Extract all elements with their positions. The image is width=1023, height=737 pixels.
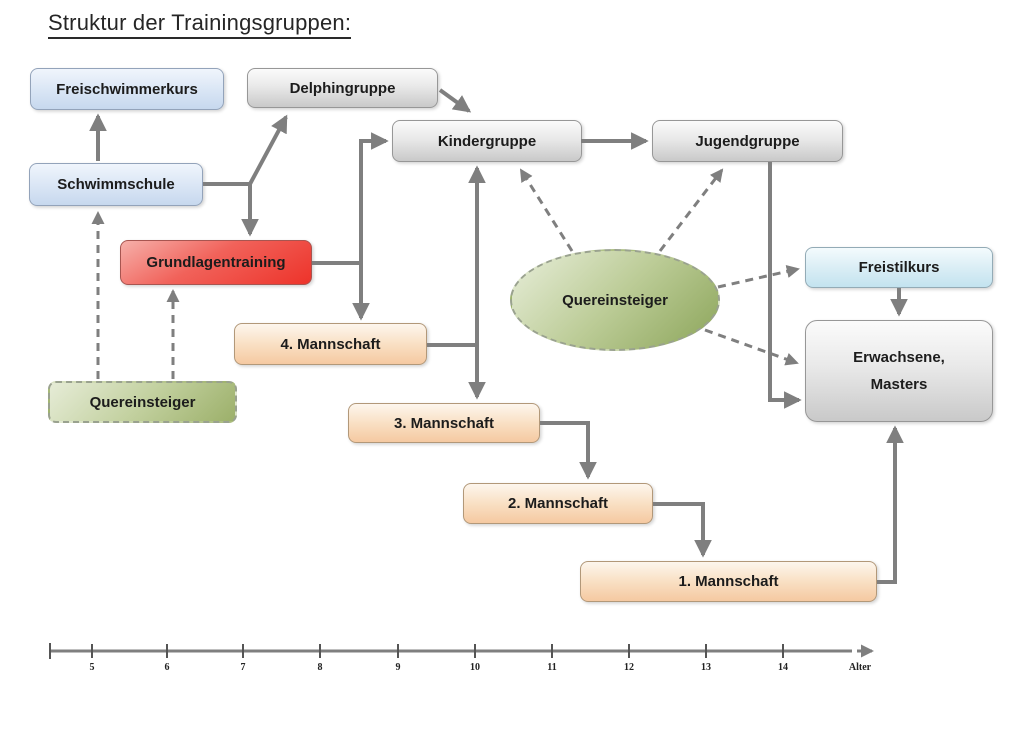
node-label: Kindergruppe <box>437 132 537 150</box>
node-label-line2: Masters <box>870 376 928 393</box>
node-label: Freischwimmerkurs <box>56 80 198 98</box>
arrow-grundlagentraining-kindergruppe <box>312 132 389 265</box>
node-label: 1. Mannschaft <box>678 573 779 590</box>
arrow-mannschaft1-erwachsene <box>877 425 904 584</box>
arrow-quereinsteiger-freistilkurs <box>717 265 800 289</box>
node-freischwimmerkurs: Freischwimmerkurs <box>30 68 224 110</box>
age-axis-tick-label: 8 <box>317 662 323 673</box>
node-label: Delphingruppe <box>289 79 396 97</box>
node-label: 3. Mannschaft <box>393 414 495 432</box>
arrow-schwimmschule-delphingruppe <box>248 114 288 185</box>
node-label-line1: Erwachsene, <box>853 349 945 366</box>
arrow-jugendgruppe-erwachsene <box>768 162 802 409</box>
node-mannschaft1: 1. Mannschaft <box>580 561 877 602</box>
arrow-mannschaft4-kindergruppe <box>427 165 486 347</box>
arrow-quereinsteiger-jugendgruppe <box>658 168 724 252</box>
node-label: 4. Mannschaft <box>280 335 381 353</box>
age-axis-tick-label: 11 <box>547 662 557 673</box>
page-title-text: Struktur der Trainingsgruppen: <box>48 10 352 39</box>
node-kindergruppe: Kindergruppe <box>392 120 582 162</box>
node-label: Grundlagentraining <box>146 254 286 271</box>
age-axis-tick-label: 5 <box>89 662 95 673</box>
node-freistilkurs: Freistilkurs <box>805 247 993 288</box>
age-axis-unit-label: Alter <box>848 662 872 673</box>
node-label: Freistilkurs <box>858 259 940 276</box>
arrow-mannschaft3-mannschaft2 <box>540 421 597 480</box>
node-label: Quereinsteiger <box>562 291 668 309</box>
arrow-mannschaft2-mannschaft1 <box>653 502 712 558</box>
age-axis-tick-label: 7 <box>240 662 246 673</box>
age-axis-tick-label: 9 <box>395 662 401 673</box>
arrow-schwimmschule-grundlagentraining <box>203 182 259 237</box>
age-axis-tick-label: 13 <box>701 662 711 673</box>
age-axis <box>49 643 874 659</box>
node-jugendgruppe: Jugendgruppe <box>652 120 843 162</box>
node-delphingruppe: Delphingruppe <box>247 68 438 108</box>
node-quereinsteiger-ellipse: Quereinsteiger <box>510 249 720 351</box>
node-label: Schwimmschule <box>57 176 175 193</box>
arrow-quereinsteiger-erwachsene <box>704 328 799 366</box>
node-grundlagentraining: Grundlagentraining <box>120 240 312 285</box>
arrow-delphingruppe-kindergruppe <box>438 88 472 113</box>
age-axis-tick-label: 12 <box>624 662 634 673</box>
node-erwachsene-masters: Erwachsene, Masters <box>805 320 993 422</box>
node-label: 2. Mannschaft <box>507 495 609 512</box>
node-label: Jugendgruppe <box>695 132 800 150</box>
node-label: Quereinsteiger <box>89 393 196 411</box>
node-mannschaft2: 2. Mannschaft <box>463 483 653 524</box>
node-quereinsteiger-box: Quereinsteiger <box>48 381 237 423</box>
arrow-quereinsteiger-kindergruppe <box>519 168 574 252</box>
age-axis-tick-label: 14 <box>778 662 788 673</box>
node-mannschaft3: 3. Mannschaft <box>348 403 540 443</box>
node-schwimmschule: Schwimmschule <box>29 163 203 206</box>
age-axis-tick-label: 10 <box>470 662 480 673</box>
age-axis-tick-label: 6 <box>164 662 170 673</box>
node-mannschaft4: 4. Mannschaft <box>234 323 427 365</box>
page-title: Struktur der Trainingsgruppen: <box>48 10 352 39</box>
age-axis-ticks <box>49 643 784 659</box>
